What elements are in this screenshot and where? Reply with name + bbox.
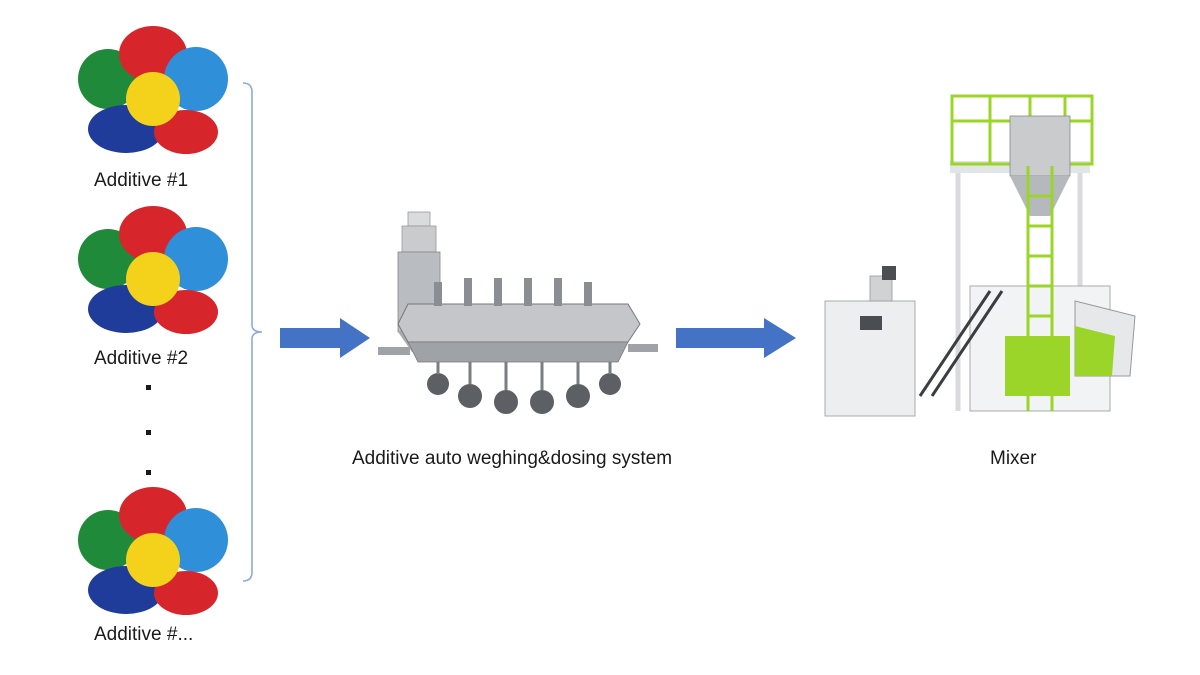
pellet-pile-icon [78, 26, 228, 154]
ellipsis-dot [146, 470, 151, 475]
mixer-machine-icon [824, 94, 1136, 417]
flow-arrow-icon [676, 318, 796, 358]
dosing-system-label: Additive auto weghing&dosing system [352, 448, 673, 469]
mixer-label: Mixer [990, 448, 1037, 469]
ellipsis-dot [146, 430, 151, 435]
additive-label-1: Additive #1 [94, 170, 189, 191]
dosing-machine-icon [378, 211, 658, 414]
flow-arrow-icon [280, 318, 370, 358]
ellipsis-dot [146, 385, 151, 390]
additive-label-2: Additive #2 [94, 348, 189, 369]
grouping-bracket [242, 82, 263, 582]
pellet-pile-icon [78, 487, 228, 615]
pellet-pile-icon [78, 206, 228, 334]
additive-label-3: Additive #... [94, 624, 194, 645]
